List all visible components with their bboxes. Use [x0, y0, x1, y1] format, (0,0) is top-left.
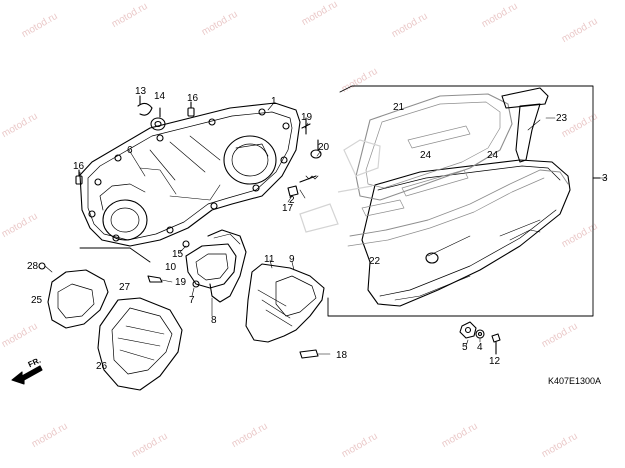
callout-12: 12 [489, 356, 501, 367]
air-cleaner-element [347, 93, 569, 247]
callout-16-left: 16 [73, 161, 85, 172]
callout-19-top: 19 [301, 112, 313, 123]
callout-21: 21 [393, 102, 405, 113]
callout-24-left: 24 [420, 150, 432, 161]
callout-28: 28 [27, 261, 39, 272]
callout-25: 25 [31, 295, 43, 306]
case-cover-right [245, 259, 325, 343]
callout-26: 26 [96, 361, 108, 372]
air-cleaner-case [361, 159, 571, 307]
callout-5: 5 [462, 342, 468, 353]
bolt-cluster-top [287, 117, 322, 197]
small-cover-25 [38, 262, 109, 329]
callout-14: 14 [154, 91, 166, 102]
dowel-pins [75, 101, 195, 185]
brand-ghost-watermark [299, 139, 381, 233]
callout-2: 2 [289, 195, 295, 206]
callout-3: 3 [602, 173, 608, 184]
callout-17: 17 [282, 203, 294, 214]
callout-20: 20 [318, 142, 330, 153]
nut-washer-bolt [459, 321, 501, 355]
callout-27: 27 [119, 282, 131, 293]
callout-6: 6 [127, 145, 133, 156]
front-arrow-icon [11, 365, 43, 385]
small-fasteners-lower [147, 240, 331, 359]
callout-19-bottom: 19 [175, 277, 187, 288]
callout-9: 9 [289, 254, 295, 265]
callout-8: 8 [211, 315, 217, 326]
intake-duct [501, 87, 549, 163]
callout-22: 22 [369, 256, 381, 267]
callout-10: 10 [165, 262, 177, 273]
left-crankcase-cover [79, 102, 301, 247]
callout-24-right: 24 [487, 150, 499, 161]
callout-11: 11 [264, 254, 275, 265]
oil-seal-and-clip [137, 95, 166, 131]
callout-1: 1 [271, 96, 277, 107]
callout-23: 23 [556, 113, 568, 124]
callout-15: 15 [172, 249, 184, 260]
lower-cover-26 [97, 297, 183, 391]
gasket-and-bracket [185, 229, 247, 317]
callout-18: 18 [336, 350, 348, 361]
leader-lines [79, 103, 608, 203]
callout-7: 7 [189, 295, 195, 306]
callout-13: 13 [135, 86, 147, 97]
callout-4: 4 [477, 342, 483, 353]
diagram-code: K407E1300A [548, 376, 602, 386]
callout-16-top: 16 [187, 93, 199, 104]
